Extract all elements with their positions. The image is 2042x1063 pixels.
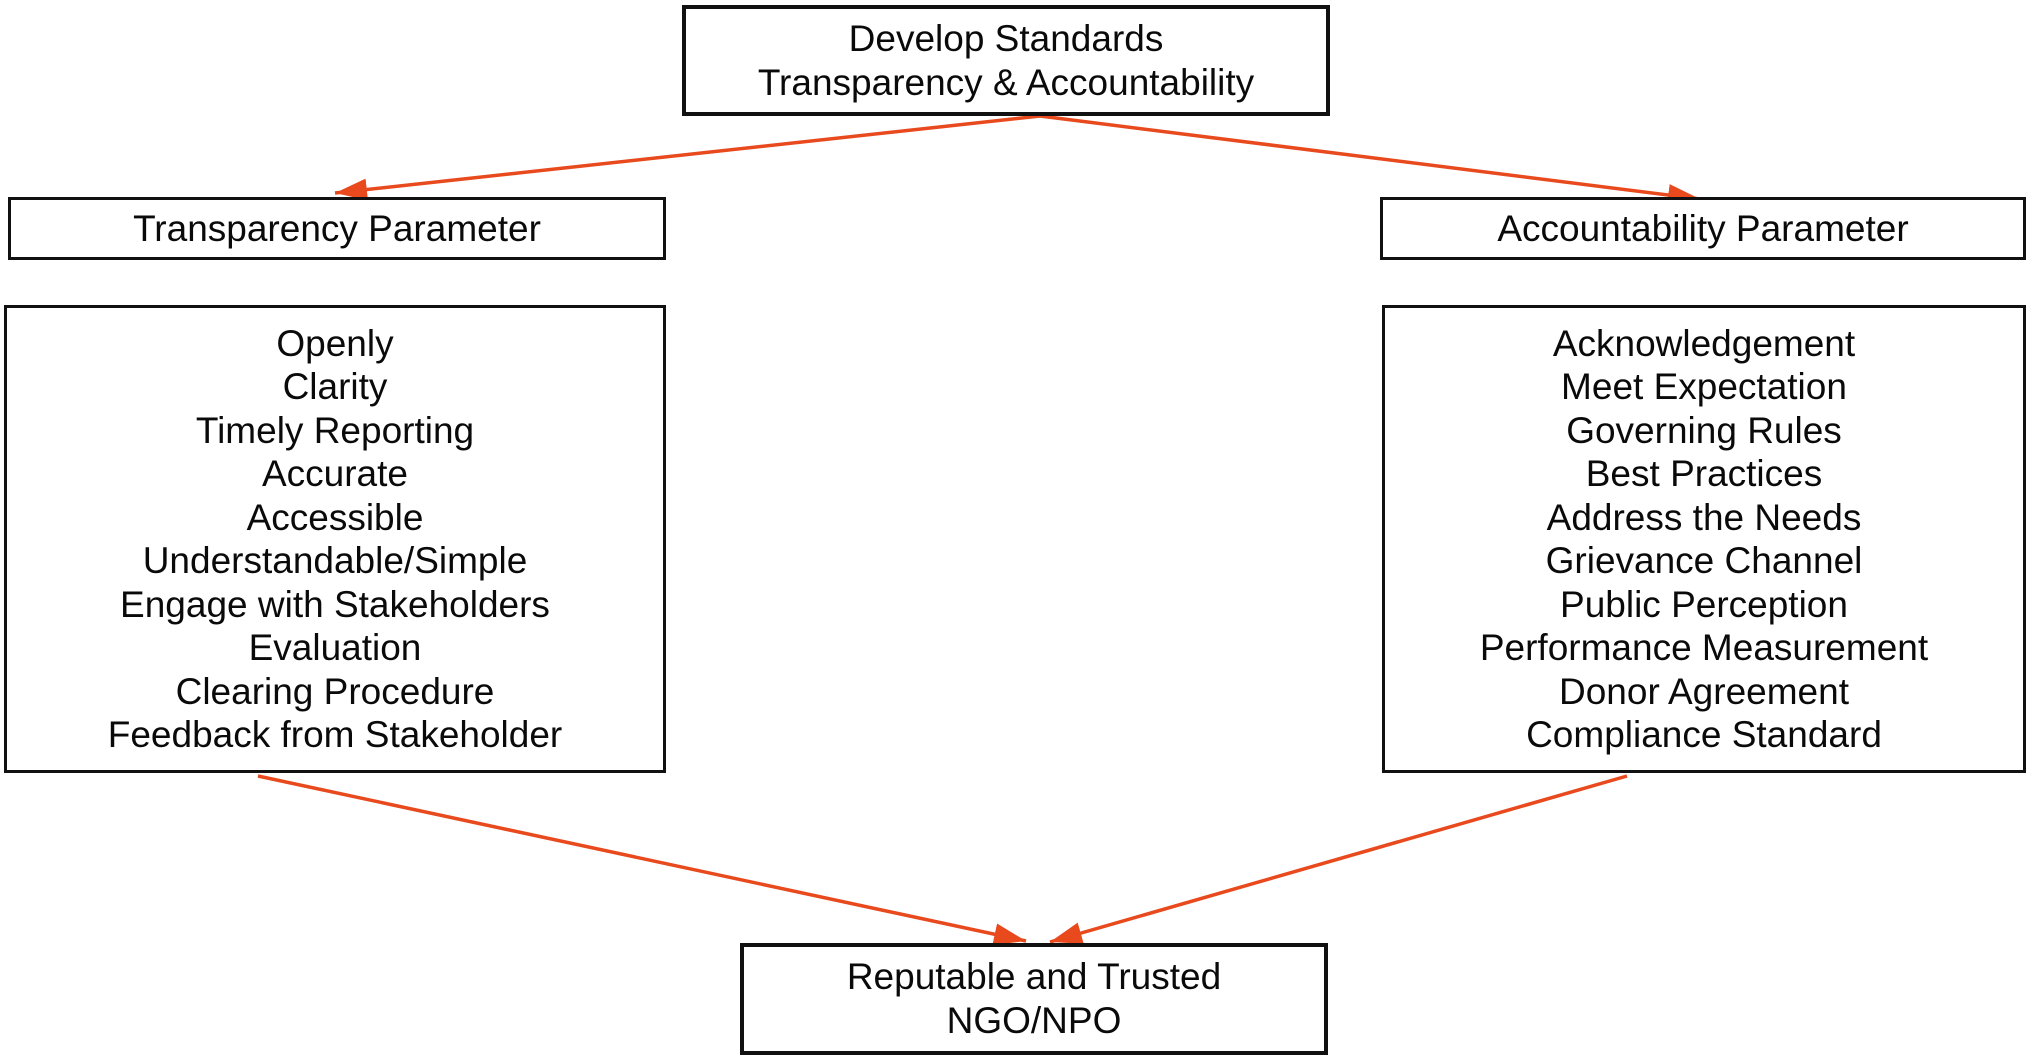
accountability-item: Best Practices bbox=[1585, 453, 1823, 494]
arrow-top-to-transparency bbox=[334, 114, 1041, 201]
reputable-trusted-line1: Reputable and Trusted bbox=[846, 956, 1222, 997]
arrow-accountability-to-bottom bbox=[1049, 774, 1628, 944]
accountability-item: Address the Needs bbox=[1546, 496, 1862, 538]
transparency-item: Accurate bbox=[261, 453, 408, 494]
transparency-item: Timely Reporting bbox=[195, 409, 475, 451]
transparency-item: Clarity bbox=[282, 366, 388, 407]
transparency-item: Evaluation bbox=[248, 627, 422, 668]
arrow-transparency-to-bottom bbox=[257, 774, 1027, 946]
accountability-item: Donor Agreement bbox=[1558, 670, 1849, 712]
develop-standards-box: Develop Standards Transparency & Account… bbox=[682, 5, 1330, 116]
accountability-items-box: Acknowledgement Meet Expectation Governi… bbox=[1382, 305, 2026, 773]
accountability-item: Public Perception bbox=[1560, 583, 1848, 625]
transparency-parameter-title: Transparency Parameter bbox=[133, 207, 541, 249]
accountability-item: Grievance Channel bbox=[1545, 540, 1863, 581]
transparency-parameter-box: Transparency Parameter bbox=[8, 197, 666, 260]
arrow-top-to-accountability bbox=[1039, 114, 1701, 206]
transparency-item: Openly bbox=[276, 322, 394, 364]
accountability-parameter-box: Accountability Parameter bbox=[1380, 197, 2026, 260]
develop-standards-line2: Transparency & Accountability bbox=[757, 61, 1255, 103]
develop-standards-line1: Develop Standards bbox=[848, 17, 1164, 59]
transparency-item: Engage with Stakeholders bbox=[120, 583, 550, 625]
transparency-item: Accessible bbox=[246, 496, 424, 538]
transparency-items-box: Openly Clarity Timely Reporting Accurate… bbox=[4, 305, 666, 773]
accountability-item: Meet Expectation bbox=[1561, 366, 1847, 407]
transparency-item: Understandable/Simple bbox=[142, 540, 528, 581]
accountability-item: Governing Rules bbox=[1566, 409, 1842, 451]
transparency-item: Feedback from Stakeholder bbox=[107, 714, 563, 755]
transparency-item: Clearing Procedure bbox=[175, 670, 495, 712]
accountability-item: Compliance Standard bbox=[1526, 714, 1882, 755]
reputable-trusted-box: Reputable and Trusted NGO/NPO bbox=[740, 943, 1328, 1055]
accountability-item: Acknowledgement bbox=[1552, 322, 1856, 364]
reputable-trusted-line2: NGO/NPO bbox=[946, 1000, 1122, 1041]
accountability-item: Performance Measurement bbox=[1479, 627, 1929, 668]
accountability-parameter-title: Accountability Parameter bbox=[1497, 207, 1909, 249]
